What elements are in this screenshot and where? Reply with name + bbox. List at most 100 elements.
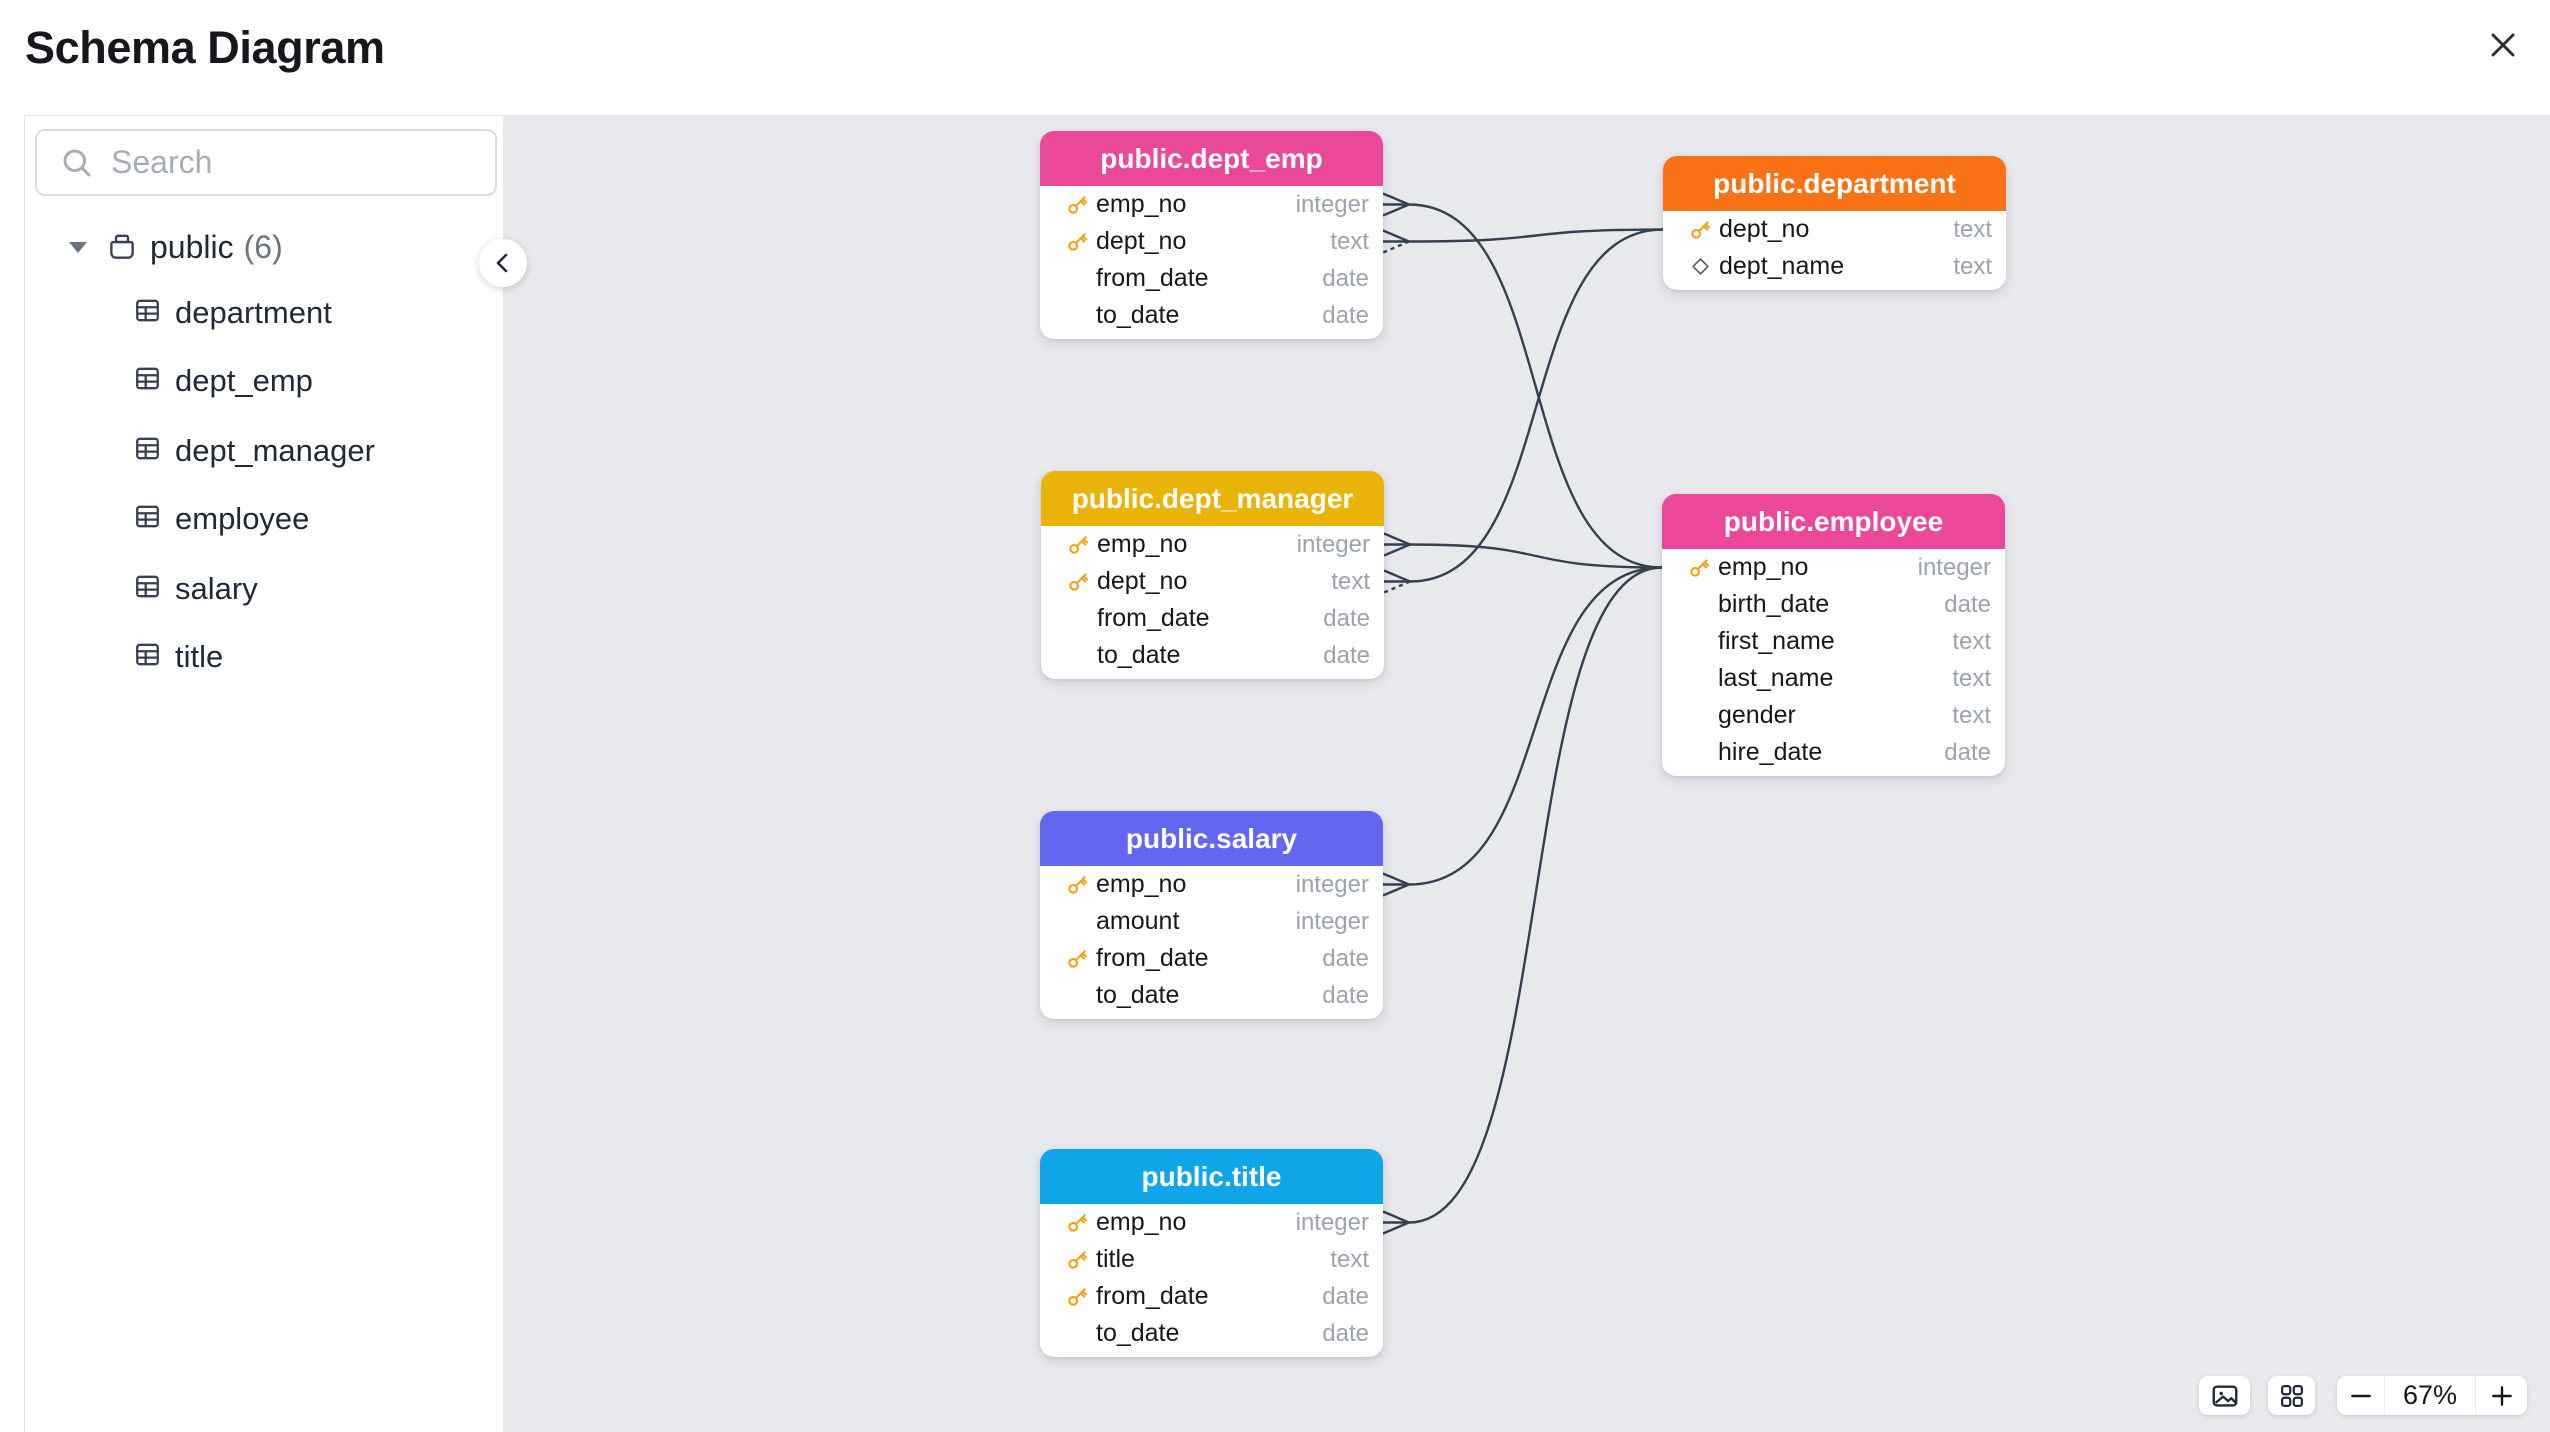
no-icon <box>1688 667 1711 690</box>
no-icon <box>1066 910 1089 933</box>
key-icon <box>1066 947 1089 970</box>
column-name: dept_no <box>1719 215 1810 243</box>
column-row-emp_no: emp_no integer <box>1040 866 1383 903</box>
sidebar-item-dept_manager[interactable]: dept_manager <box>133 431 375 471</box>
search-input[interactable] <box>111 144 475 181</box>
zoom-level: 67% <box>2402 1380 2458 1410</box>
table-node-title[interactable]: public.dept_manager <box>1041 471 1384 526</box>
table-node-title[interactable]: public.title <box>1040 1149 1383 1204</box>
sidebar-item-label: department <box>175 295 332 330</box>
column-name: title <box>1096 1245 1135 1273</box>
column-type: integer <box>1295 870 1369 898</box>
column-name: dept_no <box>1096 227 1187 255</box>
column-name: hire_date <box>1718 738 1823 766</box>
sidebar-item-dept_emp[interactable]: dept_emp <box>133 361 313 401</box>
collapse-sidebar-button[interactable] <box>479 239 527 287</box>
image-icon <box>2212 1384 2237 1407</box>
sidebar-schema-public[interactable]: public (6) <box>69 227 283 267</box>
no-icon <box>1066 984 1089 1007</box>
table-icon <box>133 364 162 398</box>
export-image-button[interactable] <box>2199 1376 2250 1415</box>
sidebar-item-title[interactable]: title <box>133 637 223 677</box>
diagram-canvas[interactable] <box>503 115 2550 1432</box>
zoom-in-button[interactable] <box>2475 1376 2527 1415</box>
column-type: date <box>1322 1282 1369 1310</box>
key-icon <box>1689 218 1712 241</box>
key-icon <box>1066 873 1089 896</box>
sidebar-item-label: dept_emp <box>175 363 313 398</box>
auto-layout-button[interactable] <box>2268 1376 2315 1415</box>
column-name: dept_no <box>1097 567 1188 595</box>
caret-down-icon[interactable] <box>69 241 87 253</box>
column-type: date <box>1322 301 1369 329</box>
column-name: emp_no <box>1096 870 1187 898</box>
column-name: emp_no <box>1096 190 1187 218</box>
sidebar-item-employee[interactable]: employee <box>133 499 309 539</box>
column-type: integer <box>1295 190 1369 218</box>
no-icon <box>1066 304 1089 327</box>
column-row-to_date: to_date date <box>1040 297 1383 334</box>
column-name: to_date <box>1096 301 1180 329</box>
sidebar-item-department[interactable]: department <box>133 293 332 333</box>
column-type: text <box>1952 627 1991 655</box>
column-type: integer <box>1295 907 1369 935</box>
sidebar-item-label: employee <box>175 501 310 536</box>
close-button[interactable] <box>2484 26 2522 64</box>
tables-sidebar: public (6) department dept_emp dept_manage… <box>24 115 503 1432</box>
no-icon <box>1688 704 1711 727</box>
column-name: emp_no <box>1097 530 1188 558</box>
table-icon <box>133 434 162 468</box>
key-icon <box>1688 556 1711 579</box>
table-icon <box>133 572 162 606</box>
no-icon <box>1066 267 1089 290</box>
column-name: first_name <box>1718 627 1835 655</box>
table-node-title[interactable]: public.dept_emp <box>1040 131 1383 186</box>
sidebar-item-label: dept_manager <box>175 433 375 468</box>
column-type: date <box>1322 981 1369 1009</box>
column-name: from_date <box>1096 264 1209 292</box>
no-icon <box>1688 630 1711 653</box>
zoom-out-button[interactable] <box>2337 1376 2385 1415</box>
column-row-to_date: to_date date <box>1040 977 1383 1014</box>
column-name: emp_no <box>1096 1208 1187 1236</box>
no-icon <box>1067 644 1090 667</box>
column-name: from_date <box>1097 604 1210 632</box>
table-icon <box>133 502 162 536</box>
column-name: gender <box>1718 701 1796 729</box>
table-node-title[interactable]: public.salary <box>1040 811 1383 866</box>
column-type: date <box>1322 264 1369 292</box>
column-name: emp_no <box>1718 553 1809 581</box>
column-row-dept_no: dept_no text <box>1040 223 1383 260</box>
column-row-from_date: from_date date <box>1040 260 1383 297</box>
table-node-title[interactable]: public.employee <box>1662 494 2005 549</box>
table-icon <box>133 296 162 330</box>
column-name: to_date <box>1096 981 1180 1009</box>
no-icon <box>1066 1322 1089 1345</box>
table-node-dept_emp[interactable]: public.dept_emp emp_no integer dept_no text f… <box>1040 131 1383 339</box>
key-icon <box>1067 570 1090 593</box>
column-name: birth_date <box>1718 590 1830 618</box>
sidebar-item-salary[interactable]: salary <box>133 569 258 609</box>
column-row-emp_no: emp_no integer <box>1040 186 1383 223</box>
column-type: date <box>1323 641 1370 669</box>
column-type: text <box>1953 252 1992 280</box>
column-type: text <box>1330 227 1369 255</box>
column-type: date <box>1322 1319 1369 1347</box>
column-name: dept_name <box>1719 252 1845 280</box>
table-node-title[interactable]: public.department <box>1663 156 2006 211</box>
